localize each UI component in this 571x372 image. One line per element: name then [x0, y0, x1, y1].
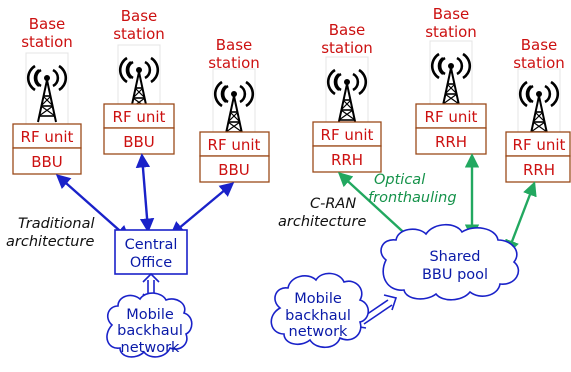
station-label: station	[21, 33, 73, 51]
cran-arch-label: C-RAN	[310, 196, 356, 212]
backhaul-label: backhaul	[117, 323, 183, 339]
bbu-label: BBU	[31, 153, 63, 171]
bbu-pool-label: Shared	[429, 249, 480, 265]
rrh-label: RRH	[435, 133, 467, 151]
bbu-label: BBU	[218, 161, 250, 179]
rf-unit-box	[505, 131, 571, 157]
rf-unit-label: RF unit	[113, 108, 166, 126]
backhaul-label: network	[289, 324, 348, 340]
antenna-tower-icon	[24, 51, 70, 127]
traditional-arch-label: Traditional	[18, 216, 95, 232]
bbu-box	[199, 155, 270, 183]
rf-unit-box	[415, 103, 487, 129]
station-label: Base	[29, 15, 66, 33]
backhaul-label: Mobile	[294, 291, 342, 307]
antenna-tower-icon	[516, 67, 562, 143]
rf-unit-box	[12, 123, 82, 149]
antenna-tower-icon	[211, 67, 257, 143]
cran-station-1: Base station RF unit RRH	[312, 21, 382, 173]
rf-unit-box	[312, 121, 382, 147]
traditional-arch-label: architecture	[6, 234, 94, 250]
cran-backhaul-cloud-icon	[270, 272, 370, 349]
station-label: station	[513, 54, 565, 72]
backhaul-link-arrow	[55, 174, 131, 240]
cran-arch-label: architecture	[278, 214, 366, 230]
rrh-box	[505, 155, 571, 183]
central-office-label: Office	[130, 255, 172, 271]
rf-unit-label: RF unit	[321, 126, 374, 144]
traditional-station-1: Base station RF unit BBU	[12, 15, 82, 175]
central-office-box	[114, 229, 188, 275]
traditional-station-3: Base station RF unit BBU	[199, 36, 270, 183]
backhaul-link-arrow	[135, 153, 155, 233]
station-label: station	[321, 39, 373, 57]
bbu-box	[103, 127, 175, 155]
station-label: Base	[329, 21, 366, 39]
central-office-label: Central	[125, 237, 178, 253]
bbu-box	[12, 147, 82, 175]
fronthaul-label: fronthauling	[368, 190, 457, 206]
antenna-tower-icon	[324, 55, 370, 131]
antenna-tower-icon	[428, 39, 474, 115]
cran-station-2: Base station RF unit RRH	[415, 5, 487, 155]
rf-unit-label: RF unit	[21, 128, 74, 146]
backhaul-link-arrow	[169, 182, 235, 236]
fronthaul-link-arrow	[505, 181, 537, 255]
shared-bbu-pool-cloud-icon	[380, 223, 520, 301]
rf-unit-label: RF unit	[425, 108, 478, 126]
rrh-box	[415, 127, 487, 155]
rrh-box	[312, 145, 382, 173]
station-label: station	[425, 23, 477, 41]
backhaul-label: Mobile	[126, 307, 174, 323]
rf-unit-label: RF unit	[513, 136, 566, 154]
backhaul-label: backhaul	[285, 308, 351, 324]
fronthaul-label: Optical	[374, 172, 425, 188]
rrh-label: RRH	[331, 151, 363, 169]
station-label: station	[208, 54, 260, 72]
station-label: Base	[433, 5, 470, 23]
station-label: Base	[521, 36, 558, 54]
station-label: station	[113, 25, 165, 43]
backhaul-label: network	[121, 340, 180, 356]
rrh-label: RRH	[523, 161, 555, 179]
cran-station-3: Base station RF unit RRH	[505, 36, 571, 183]
bbu-pool-label: BBU pool	[422, 267, 488, 283]
traditional-station-2: Base station RF unit BBU	[103, 7, 175, 155]
station-label: Base	[121, 7, 158, 25]
traditional-backhaul-cloud-icon	[106, 292, 193, 358]
rf-unit-label: RF unit	[208, 136, 261, 154]
bbu-label: BBU	[123, 133, 155, 151]
station-label: Base	[216, 36, 253, 54]
